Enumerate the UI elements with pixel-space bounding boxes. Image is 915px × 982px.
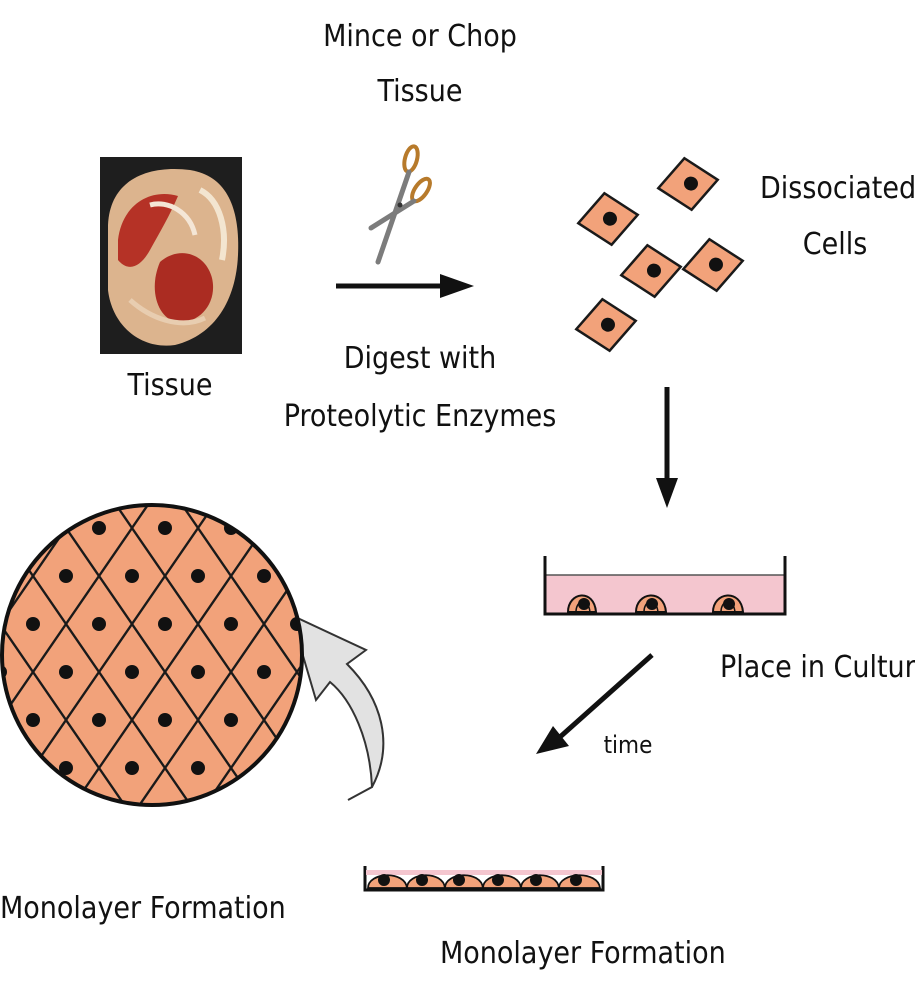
label-dissociated-line2: Cells — [760, 226, 910, 264]
monolayer-circle — [0, 500, 310, 810]
tissue-sample-image — [100, 157, 242, 354]
label-time: time — [588, 726, 668, 764]
label-monolayer-formation-circle: Monolayer Formation — [0, 890, 275, 928]
culture-dish — [545, 556, 785, 614]
dissociated-cells — [573, 154, 747, 355]
label-tissue: Tissue — [100, 367, 240, 405]
label-mince-line2: Tissue — [310, 73, 530, 111]
arrow-place-in-culture — [656, 387, 678, 508]
label-mince-line1: Mince or Chop — [310, 18, 530, 56]
label-place-in-culture: Place in Culture — [720, 649, 915, 687]
label-digest-line2: Proteolytic Enzymes — [280, 398, 560, 436]
scissors-icon — [371, 145, 433, 262]
label-monolayer-formation-dish: Monolayer Formation — [440, 935, 710, 973]
label-dissociated-line1: Dissociated — [760, 170, 910, 208]
arrow-digest — [336, 274, 474, 298]
monolayer-dish — [365, 866, 603, 890]
curved-arrow — [291, 615, 383, 800]
label-digest-line1: Digest with — [310, 340, 530, 378]
